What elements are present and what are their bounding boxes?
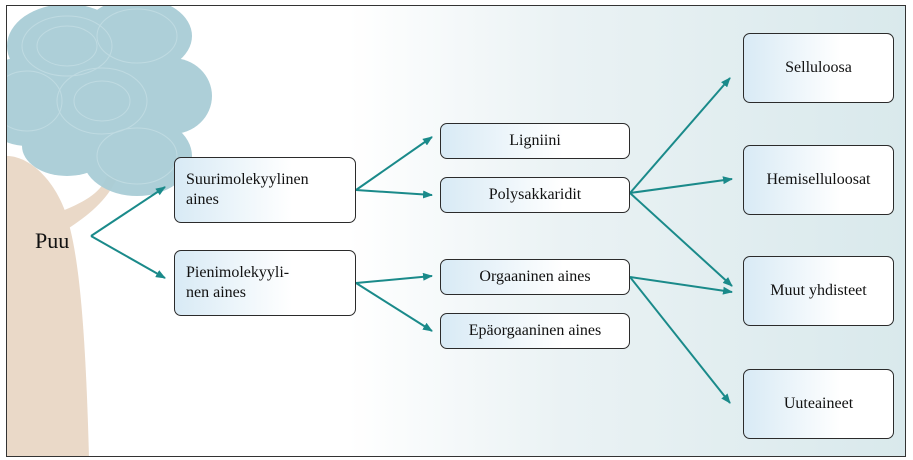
node-ligniini: Ligniini: [440, 123, 630, 159]
arrow-org-muut: [629, 276, 733, 295]
arrow-suuri-lig: [355, 136, 433, 191]
node-suurimolekyylinen: Suurimolekyylinen aines: [174, 157, 356, 223]
arrow-layer: [90, 77, 733, 404]
node-selluloosa: Selluloosa: [743, 33, 894, 103]
arrow-puu-pieni: [90, 235, 166, 279]
arrow-pieni-epa: [355, 282, 433, 332]
arrow-puu-suuri: [90, 186, 166, 237]
node-polysakkaridit: Polysakkaridit: [440, 177, 630, 213]
node-hemiselluloosat: Hemiselluloosat: [743, 145, 894, 215]
node-uuteaineet: Uuteaineet: [743, 369, 894, 439]
node-pienimolekyylinen: Pienimolekyyli- nen aines: [174, 250, 356, 316]
arrow-pieni-org: [355, 272, 433, 284]
node-puu: Puu: [35, 228, 70, 253]
arrow-poly-muut: [629, 192, 733, 287]
diagram-canvas: Puu Suurimolekyylinen aines Pienimolekyy…: [6, 5, 906, 457]
arrow-poly-sell: [629, 77, 731, 194]
arrow-suuri-poly: [355, 189, 433, 199]
arrow-org-uute: [629, 276, 731, 404]
node-orgaaninen: Orgaaninen aines: [440, 259, 630, 295]
node-epaorgaaninen: Epäorgaaninen aines: [440, 313, 630, 349]
tree-illustration: [7, 6, 212, 456]
node-muut-yhdisteet: Muut yhdisteet: [743, 256, 894, 326]
arrow-poly-hemi: [629, 176, 733, 194]
